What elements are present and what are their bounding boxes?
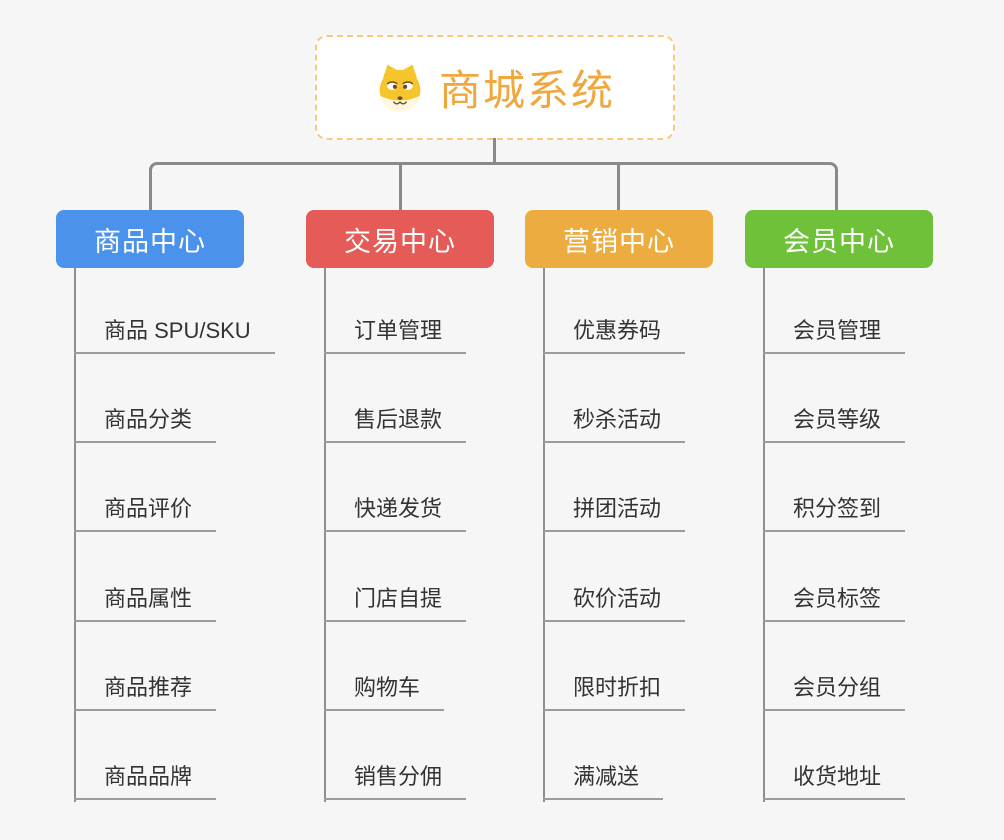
- branch-header[interactable]: 交易中心: [306, 210, 494, 268]
- node-label[interactable]: 会员管理: [763, 320, 906, 354]
- mindmap-node: 商品评价: [74, 443, 244, 533]
- node-label[interactable]: 快递发货: [324, 498, 467, 533]
- mindmap-node: 积分签到: [763, 443, 933, 533]
- node-label[interactable]: 限时折扣: [543, 676, 686, 711]
- branch-marketing-center: 营销中心 优惠券码 秒杀活动 拼团活动 砍价活动 限时折扣 满减送: [525, 210, 713, 802]
- branch-items: 会员管理 会员等级 积分签到 会员标签 会员分组 收货地址: [745, 268, 933, 800]
- branch-header[interactable]: 会员中心: [745, 210, 933, 268]
- mindmap-node: 商品 SPU/SKU: [74, 268, 275, 354]
- mindmap-node: 门店自提: [324, 532, 494, 622]
- mindmap-node: 会员管理: [763, 268, 933, 354]
- branch-member-center: 会员中心 会员管理 会员等级 积分签到 会员标签 会员分组 收货地址: [745, 210, 933, 802]
- branch-items: 订单管理 售后退款 快递发货 门店自提 购物车 销售分佣: [306, 268, 494, 800]
- node-label[interactable]: 商品品牌: [74, 765, 217, 800]
- branch-items: 优惠券码 秒杀活动 拼团活动 砍价活动 限时折扣 满减送: [525, 268, 713, 800]
- branch-header[interactable]: 营销中心: [525, 210, 713, 268]
- branch-product-center: 商品中心 商品 SPU/SKU 商品分类 商品评价 商品属性 商品推荐 商品品牌: [56, 210, 275, 802]
- node-label[interactable]: 售后退款: [324, 409, 467, 444]
- node-label[interactable]: 商品推荐: [74, 676, 217, 711]
- mindmap-node: 拼团活动: [543, 443, 713, 533]
- mindmap-node: 商品推荐: [74, 622, 244, 711]
- mindmap-node: 订单管理: [324, 268, 494, 354]
- mindmap-node: 会员分组: [763, 622, 933, 711]
- node-label[interactable]: 收货地址: [763, 765, 906, 800]
- branch-items: 商品 SPU/SKU 商品分类 商品评价 商品属性 商品推荐 商品品牌: [56, 268, 275, 800]
- branch-trade-center: 交易中心 订单管理 售后退款 快递发货 门店自提 购物车 销售分佣: [306, 210, 494, 802]
- node-label[interactable]: 销售分佣: [324, 765, 467, 800]
- node-label[interactable]: 拼团活动: [543, 498, 686, 533]
- mindmap-node: 商品品牌: [74, 711, 244, 800]
- node-label[interactable]: 积分签到: [763, 498, 906, 533]
- mindmap-node: 商品属性: [74, 532, 244, 622]
- branch-stem-line: [763, 268, 765, 802]
- node-label[interactable]: 会员等级: [763, 409, 906, 444]
- mindmap-node: 购物车: [324, 622, 494, 711]
- branch-drop-line: [399, 164, 402, 210]
- root-title: 商城系统: [438, 67, 615, 114]
- node-label[interactable]: 秒杀活动: [543, 409, 686, 444]
- root-connector-line: [493, 138, 496, 164]
- mindmap-node: 销售分佣: [324, 711, 494, 800]
- mindmap-node: 售后退款: [324, 354, 494, 444]
- node-label[interactable]: 购物车: [324, 676, 445, 711]
- mindmap-node: 秒杀活动: [543, 354, 713, 444]
- mindmap-node: 优惠券码: [543, 268, 713, 354]
- node-label[interactable]: 订单管理: [324, 320, 467, 354]
- node-label[interactable]: 商品 SPU/SKU: [74, 320, 275, 354]
- branch-stem-line: [324, 268, 326, 802]
- branch-stem-line: [74, 268, 76, 802]
- node-label[interactable]: 砍价活动: [543, 587, 686, 622]
- node-label[interactable]: 商品评价: [74, 498, 217, 533]
- branch-header[interactable]: 商品中心: [56, 210, 244, 268]
- node-label[interactable]: 商品属性: [74, 587, 217, 622]
- mindmap-node: 砍价活动: [543, 532, 713, 622]
- mindmap-node: 会员等级: [763, 354, 933, 444]
- node-label[interactable]: 满减送: [543, 765, 664, 800]
- branch-bus-connector: [149, 162, 838, 210]
- mindmap-node: 商品分类: [74, 354, 244, 444]
- mindmap-node: 限时折扣: [543, 622, 713, 711]
- mindmap-node: 收货地址: [763, 711, 933, 800]
- node-label[interactable]: 会员标签: [763, 587, 906, 622]
- branch-drop-line: [617, 164, 620, 210]
- mindmap-node: 快递发货: [324, 443, 494, 533]
- node-label[interactable]: 优惠券码: [543, 320, 686, 354]
- node-label[interactable]: 会员分组: [763, 676, 906, 711]
- mindmap-node: 会员标签: [763, 532, 933, 622]
- root-node[interactable]: 商城系统: [315, 35, 675, 140]
- dog-face-icon: [379, 64, 421, 112]
- branch-stem-line: [543, 268, 545, 802]
- mindmap-node: 满减送: [543, 711, 713, 800]
- node-label[interactable]: 门店自提: [324, 587, 467, 622]
- node-label[interactable]: 商品分类: [74, 409, 217, 444]
